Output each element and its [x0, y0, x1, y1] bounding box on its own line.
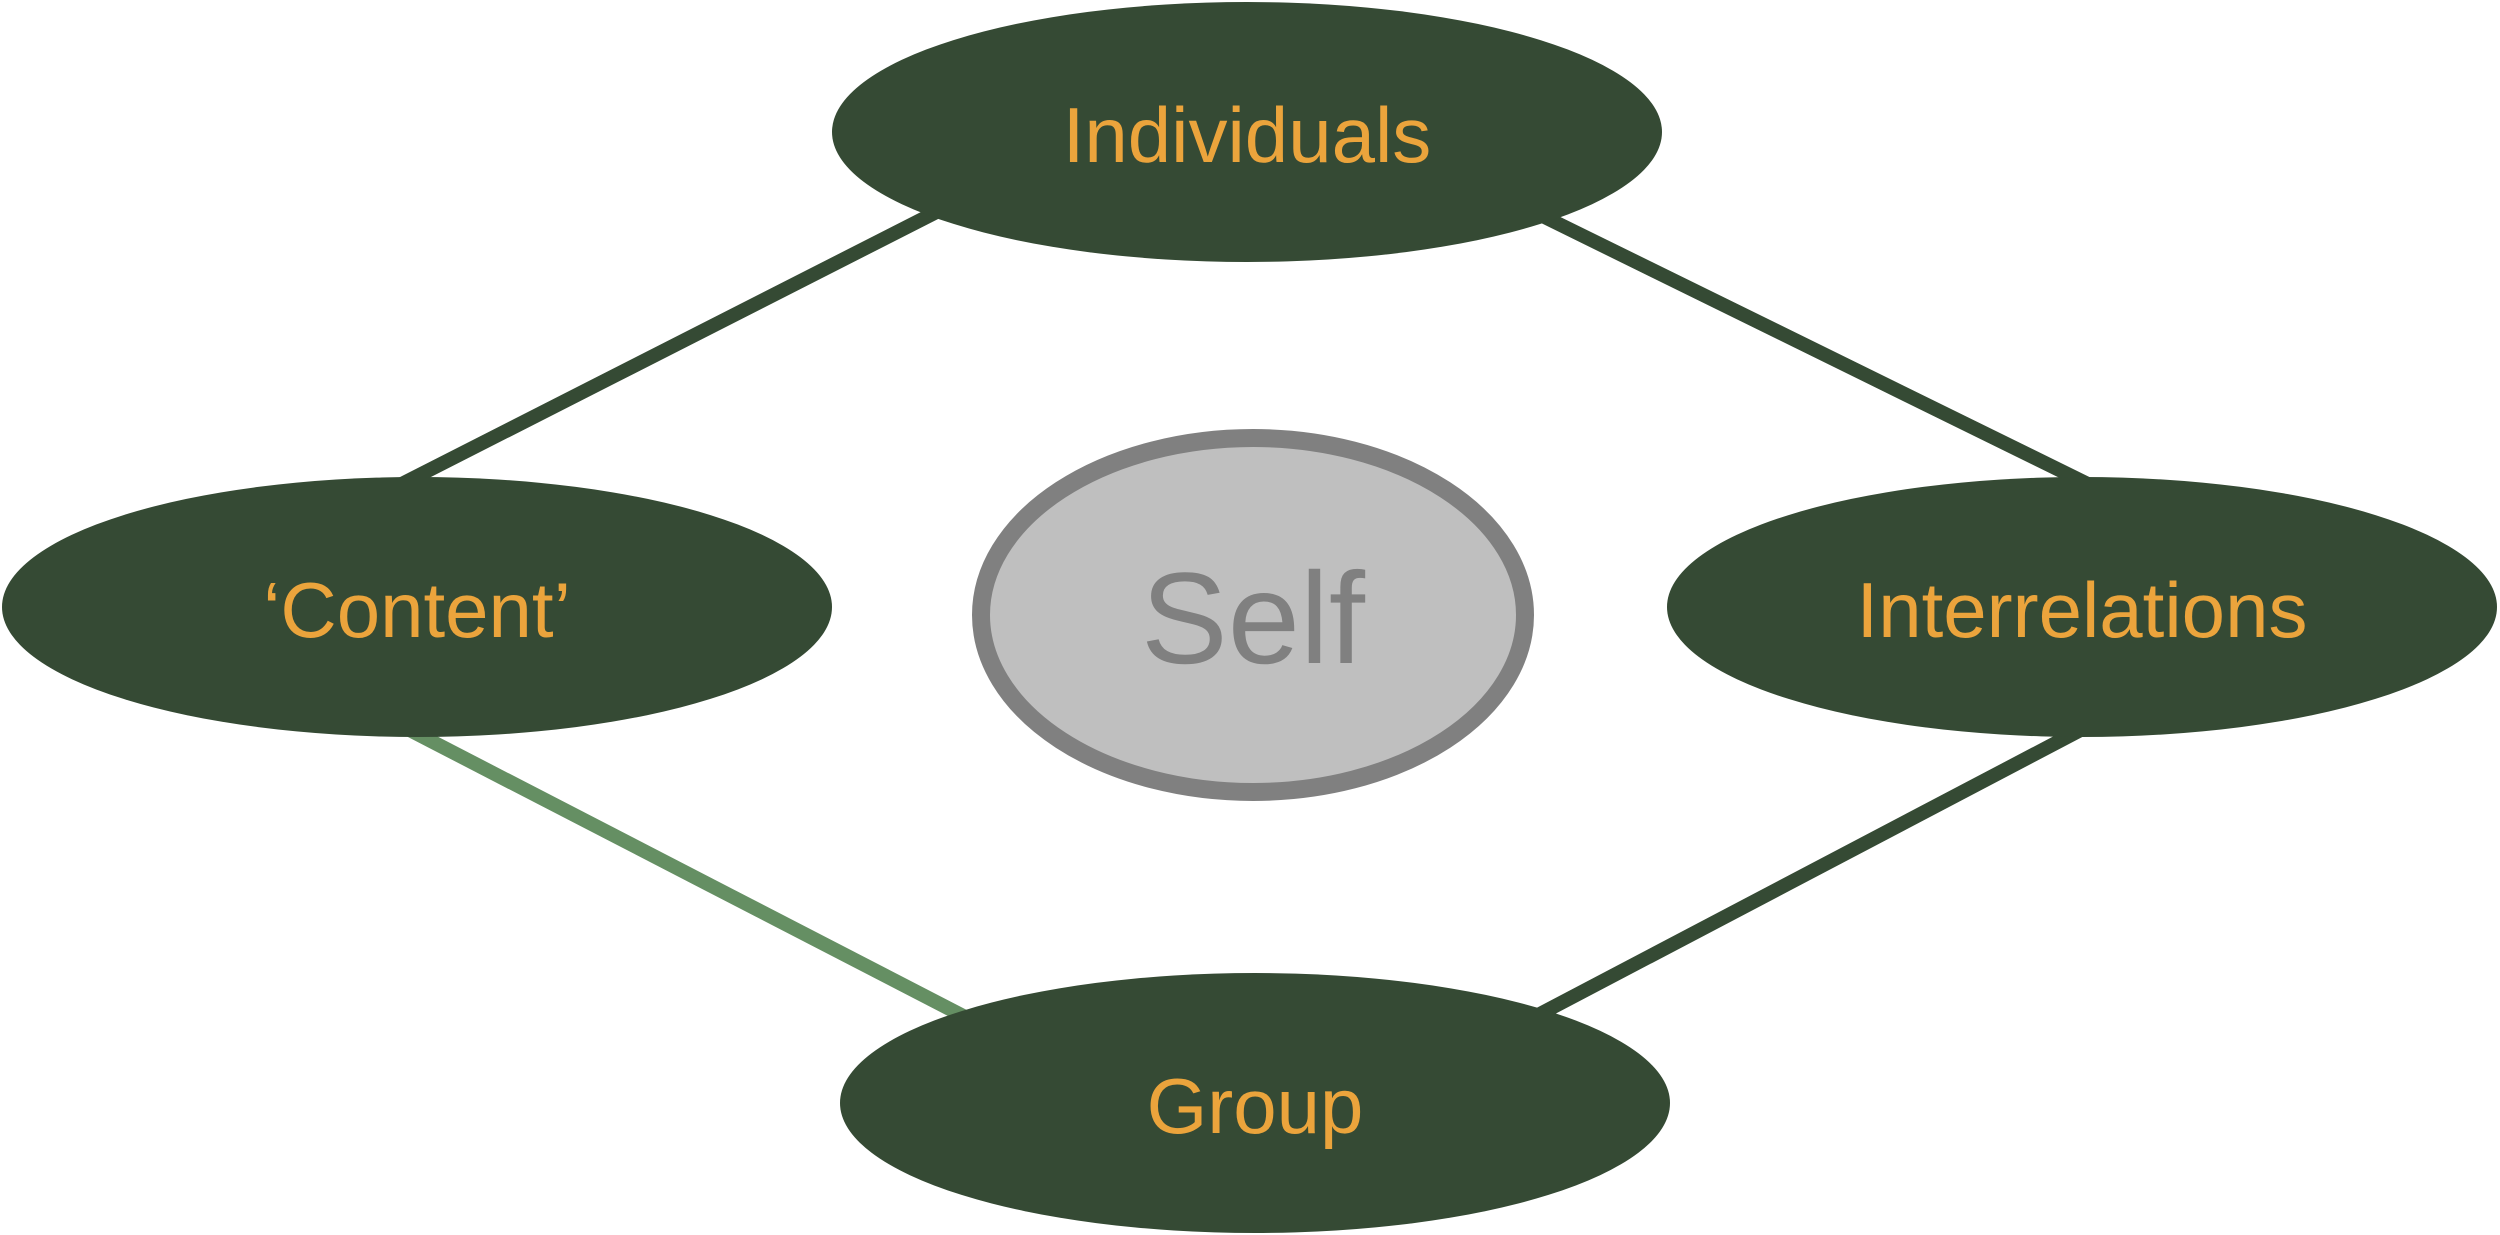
individuals-node: Individuals — [832, 2, 1662, 262]
interrelations-label: Interrelations — [1857, 566, 2308, 654]
edge-individuals-interrelations — [1506, 193, 2104, 497]
individuals-label: Individuals — [1063, 91, 1432, 179]
interrelations-ellipse — [1667, 477, 2497, 737]
self-label: Self — [1141, 545, 1366, 691]
self-node: Self — [972, 429, 1534, 801]
edge-individuals-content — [386, 193, 964, 497]
self-ellipse — [972, 429, 1534, 801]
individuals-ellipse — [832, 2, 1662, 262]
content-ellipse — [2, 477, 832, 737]
content-node: ‘Content’ — [2, 477, 832, 737]
edge-content-group — [396, 718, 1004, 1042]
group-label: Group — [1147, 1062, 1364, 1150]
edge-interrelations-group — [1496, 718, 2094, 1042]
interrelations-node: Interrelations — [1667, 477, 2497, 737]
content-label: ‘Content’ — [263, 566, 571, 654]
group-ellipse — [840, 973, 1670, 1233]
group-node: Group — [840, 973, 1670, 1233]
